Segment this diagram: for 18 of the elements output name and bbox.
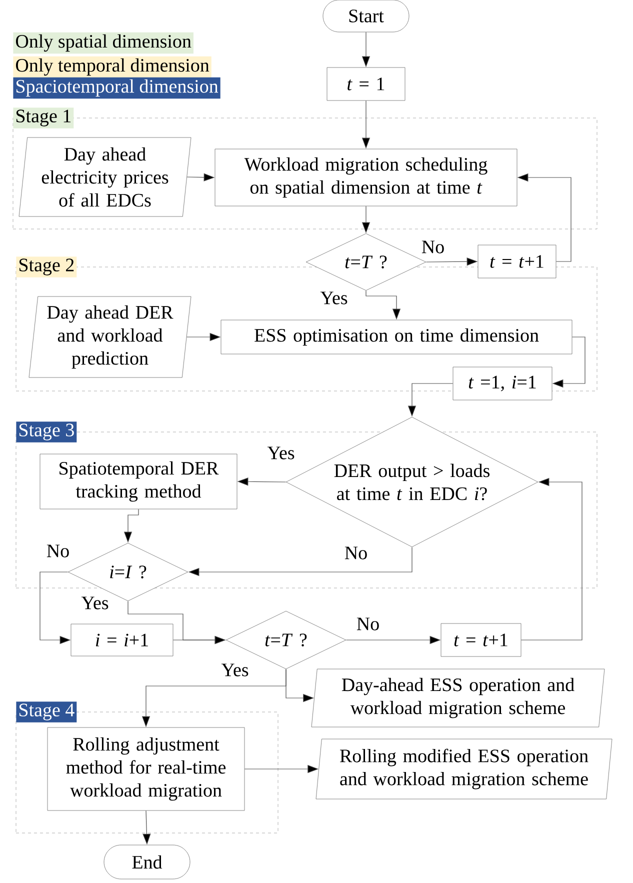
data-parallelogram: Rolling modified ESS operation and workload migration scheme (316, 738, 612, 800)
process-box: ESS optimisation on time dimension (220, 320, 572, 354)
data-parallelogram: Day ahead DER and workload prediction (28, 296, 192, 378)
legend-item: Spaciotemporal dimension (13, 77, 220, 99)
edge-label: Yes (319, 290, 349, 306)
process-box: t = t+1 (440, 623, 522, 657)
edge-label: No (355, 616, 381, 632)
data-parallelogram: Day ahead electricity prices of all EDCs (18, 137, 192, 217)
process-box: t =1, i=1 (452, 366, 552, 400)
edge-label: No (343, 546, 369, 560)
process-box: i = i+1 (70, 624, 174, 656)
process-box: Workload migration scheduling on spatial dimension at time t (214, 148, 518, 206)
process-box: t = 1 (326, 67, 406, 101)
legend-item: Only spatial dimension (13, 32, 194, 54)
process-box: t = t+1 (478, 244, 556, 278)
process-box: Rolling adjustment method for real-time workload migration (47, 727, 245, 811)
process-box: Spatiotemporal DER tracking method (40, 454, 238, 510)
legend-item: Only temporal dimension (13, 56, 212, 78)
